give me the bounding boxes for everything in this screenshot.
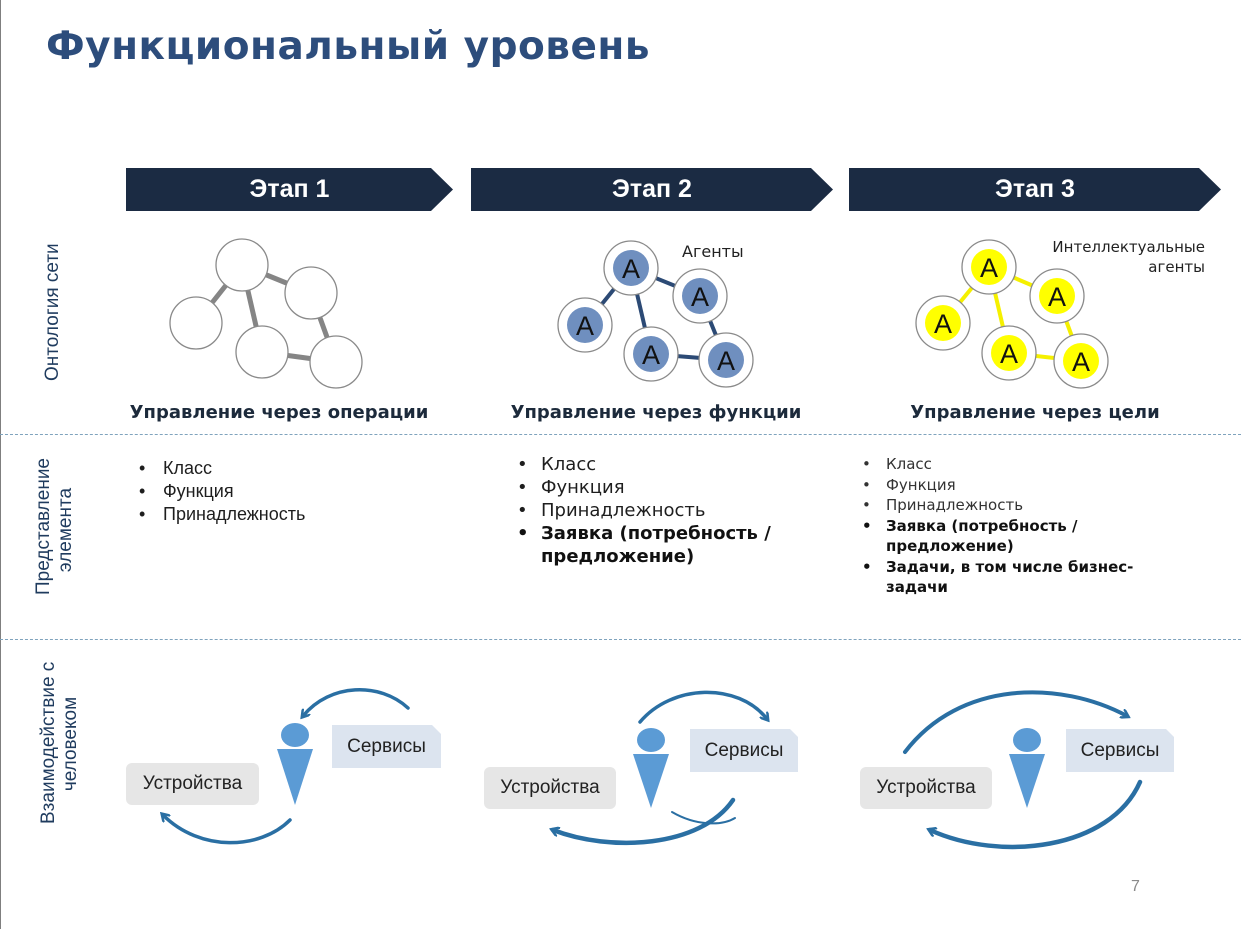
separator-1 [0, 434, 1241, 435]
stage-1-services-box: Сервисы [347, 735, 426, 757]
stage-1-network [169, 238, 363, 389]
stage-2-arrow-bottom-icon [553, 797, 736, 846]
page-number: 7 [1131, 878, 1140, 895]
svg-text:A: A [1000, 339, 1018, 369]
smart-agent-node: A [1029, 268, 1085, 324]
svg-text:A: A [576, 311, 594, 341]
list-item: Функция [137, 480, 397, 503]
smart-agents-annotation: Интеллектуальные агенты [1010, 237, 1205, 277]
stage-3-header: Этап 3 [849, 168, 1221, 211]
smart-agent-node: A [1053, 333, 1109, 389]
stage-2-arrow-tail [671, 811, 736, 825]
agent-node: A [672, 268, 728, 324]
stage-3-attribute-list: Класс Функция Принадлежность Заявка (пот… [860, 454, 1180, 598]
stage-2-person-icon [633, 728, 669, 808]
stage-1-node [235, 325, 289, 379]
stage-1-arrow-shape [126, 168, 453, 211]
smart-agents-line2: агенты [1148, 258, 1205, 276]
stage-1-label: Этап 1 [249, 175, 330, 203]
list-item: Принадлежность [515, 499, 835, 522]
svg-text:A: A [934, 309, 952, 339]
agent-node: A [698, 332, 754, 388]
stage-3-services-shape [1066, 729, 1174, 772]
page-title: Функциональный уровень [46, 24, 651, 69]
agent-node: A [557, 297, 613, 353]
stage-2-services-shape [690, 729, 798, 772]
stage-2-attribute-list: Класс Функция Принадлежность Заявка (пот… [515, 453, 835, 568]
list-item: Заявка (потребность / предложение) [860, 516, 1136, 557]
stage-3-devices-box: Устройства [860, 767, 992, 809]
list-item: Принадлежность [137, 503, 397, 526]
stage-2-label: Этап 2 [612, 175, 692, 203]
stage-2-network: A A A A A [557, 240, 754, 388]
agent-node: A [603, 240, 659, 296]
svg-text:A: A [980, 253, 998, 283]
svg-text:A: A [1072, 347, 1090, 377]
stage-2-nodes: A A A A A [557, 240, 754, 388]
svg-text:A: A [691, 282, 709, 312]
stage-2-arrow-shape [471, 168, 833, 211]
list-item: Класс [860, 454, 1180, 475]
stage-3-nodes: A A A A A [915, 239, 1109, 389]
stage-2-arrow-top-icon [638, 690, 767, 724]
stage-1-node [309, 335, 363, 389]
list-item: Класс [137, 457, 397, 480]
stage-3-network: A A A A A [915, 239, 1109, 389]
svg-text:A: A [717, 346, 735, 376]
smart-agent-node: A [981, 325, 1037, 381]
smart-agents-line1: Интеллектуальные [1052, 238, 1205, 256]
list-item: Функция [515, 476, 835, 499]
separator-2 [0, 639, 1241, 640]
stage-2-services-box: Сервисы [704, 739, 784, 761]
stage-3-services-box: Сервисы [1080, 739, 1160, 761]
stage-1-person-icon [277, 723, 313, 805]
stage-1-node [284, 266, 338, 320]
smart-agent-node: A [915, 295, 971, 351]
stage-3-label: Этап 3 [995, 175, 1075, 203]
stage-1-services-shape [332, 725, 441, 768]
svg-text:A: A [622, 254, 640, 284]
svg-text:A: A [1048, 282, 1066, 312]
stage-3-arrow-top-icon [903, 690, 1127, 754]
stage-1-node [215, 238, 269, 292]
stage-3-person-icon [1009, 728, 1045, 808]
list-item: Принадлежность [860, 495, 1180, 516]
stage-2-caption: Управление через функции [510, 402, 802, 423]
stage-1-node [169, 296, 223, 350]
list-item: Задачи, в том числе бизнес-задачи [860, 557, 1176, 598]
list-item: Класс [515, 453, 835, 476]
stage-1-devices-box: Устройства [126, 763, 259, 805]
stage-3-caption: Управление через цели [910, 402, 1160, 423]
smart-agent-node: A [961, 239, 1017, 295]
stage-1-arrow-bottom-icon [163, 815, 292, 845]
stage-2-header: Этап 2 [471, 168, 833, 211]
stage-1-header: Этап 1 [126, 168, 453, 211]
stage-1-caption: Управление через операции [129, 402, 429, 423]
left-border [0, 0, 1, 929]
stage-1-attribute-list: Класс Функция Принадлежность [137, 457, 397, 526]
stage-1-arrow-top-icon [303, 688, 410, 716]
stage-3-arrow-bottom-icon [930, 779, 1143, 850]
list-item: Функция [860, 475, 1180, 496]
stage-2-devices-box: Устройства [484, 767, 616, 809]
list-item: Заявка (потребность / предложение) [515, 522, 801, 568]
svg-text:A: A [642, 340, 660, 370]
agents-annotation: Агенты [682, 242, 744, 261]
agent-node: A [623, 326, 679, 382]
stage-3-arrow-shape [849, 168, 1221, 211]
